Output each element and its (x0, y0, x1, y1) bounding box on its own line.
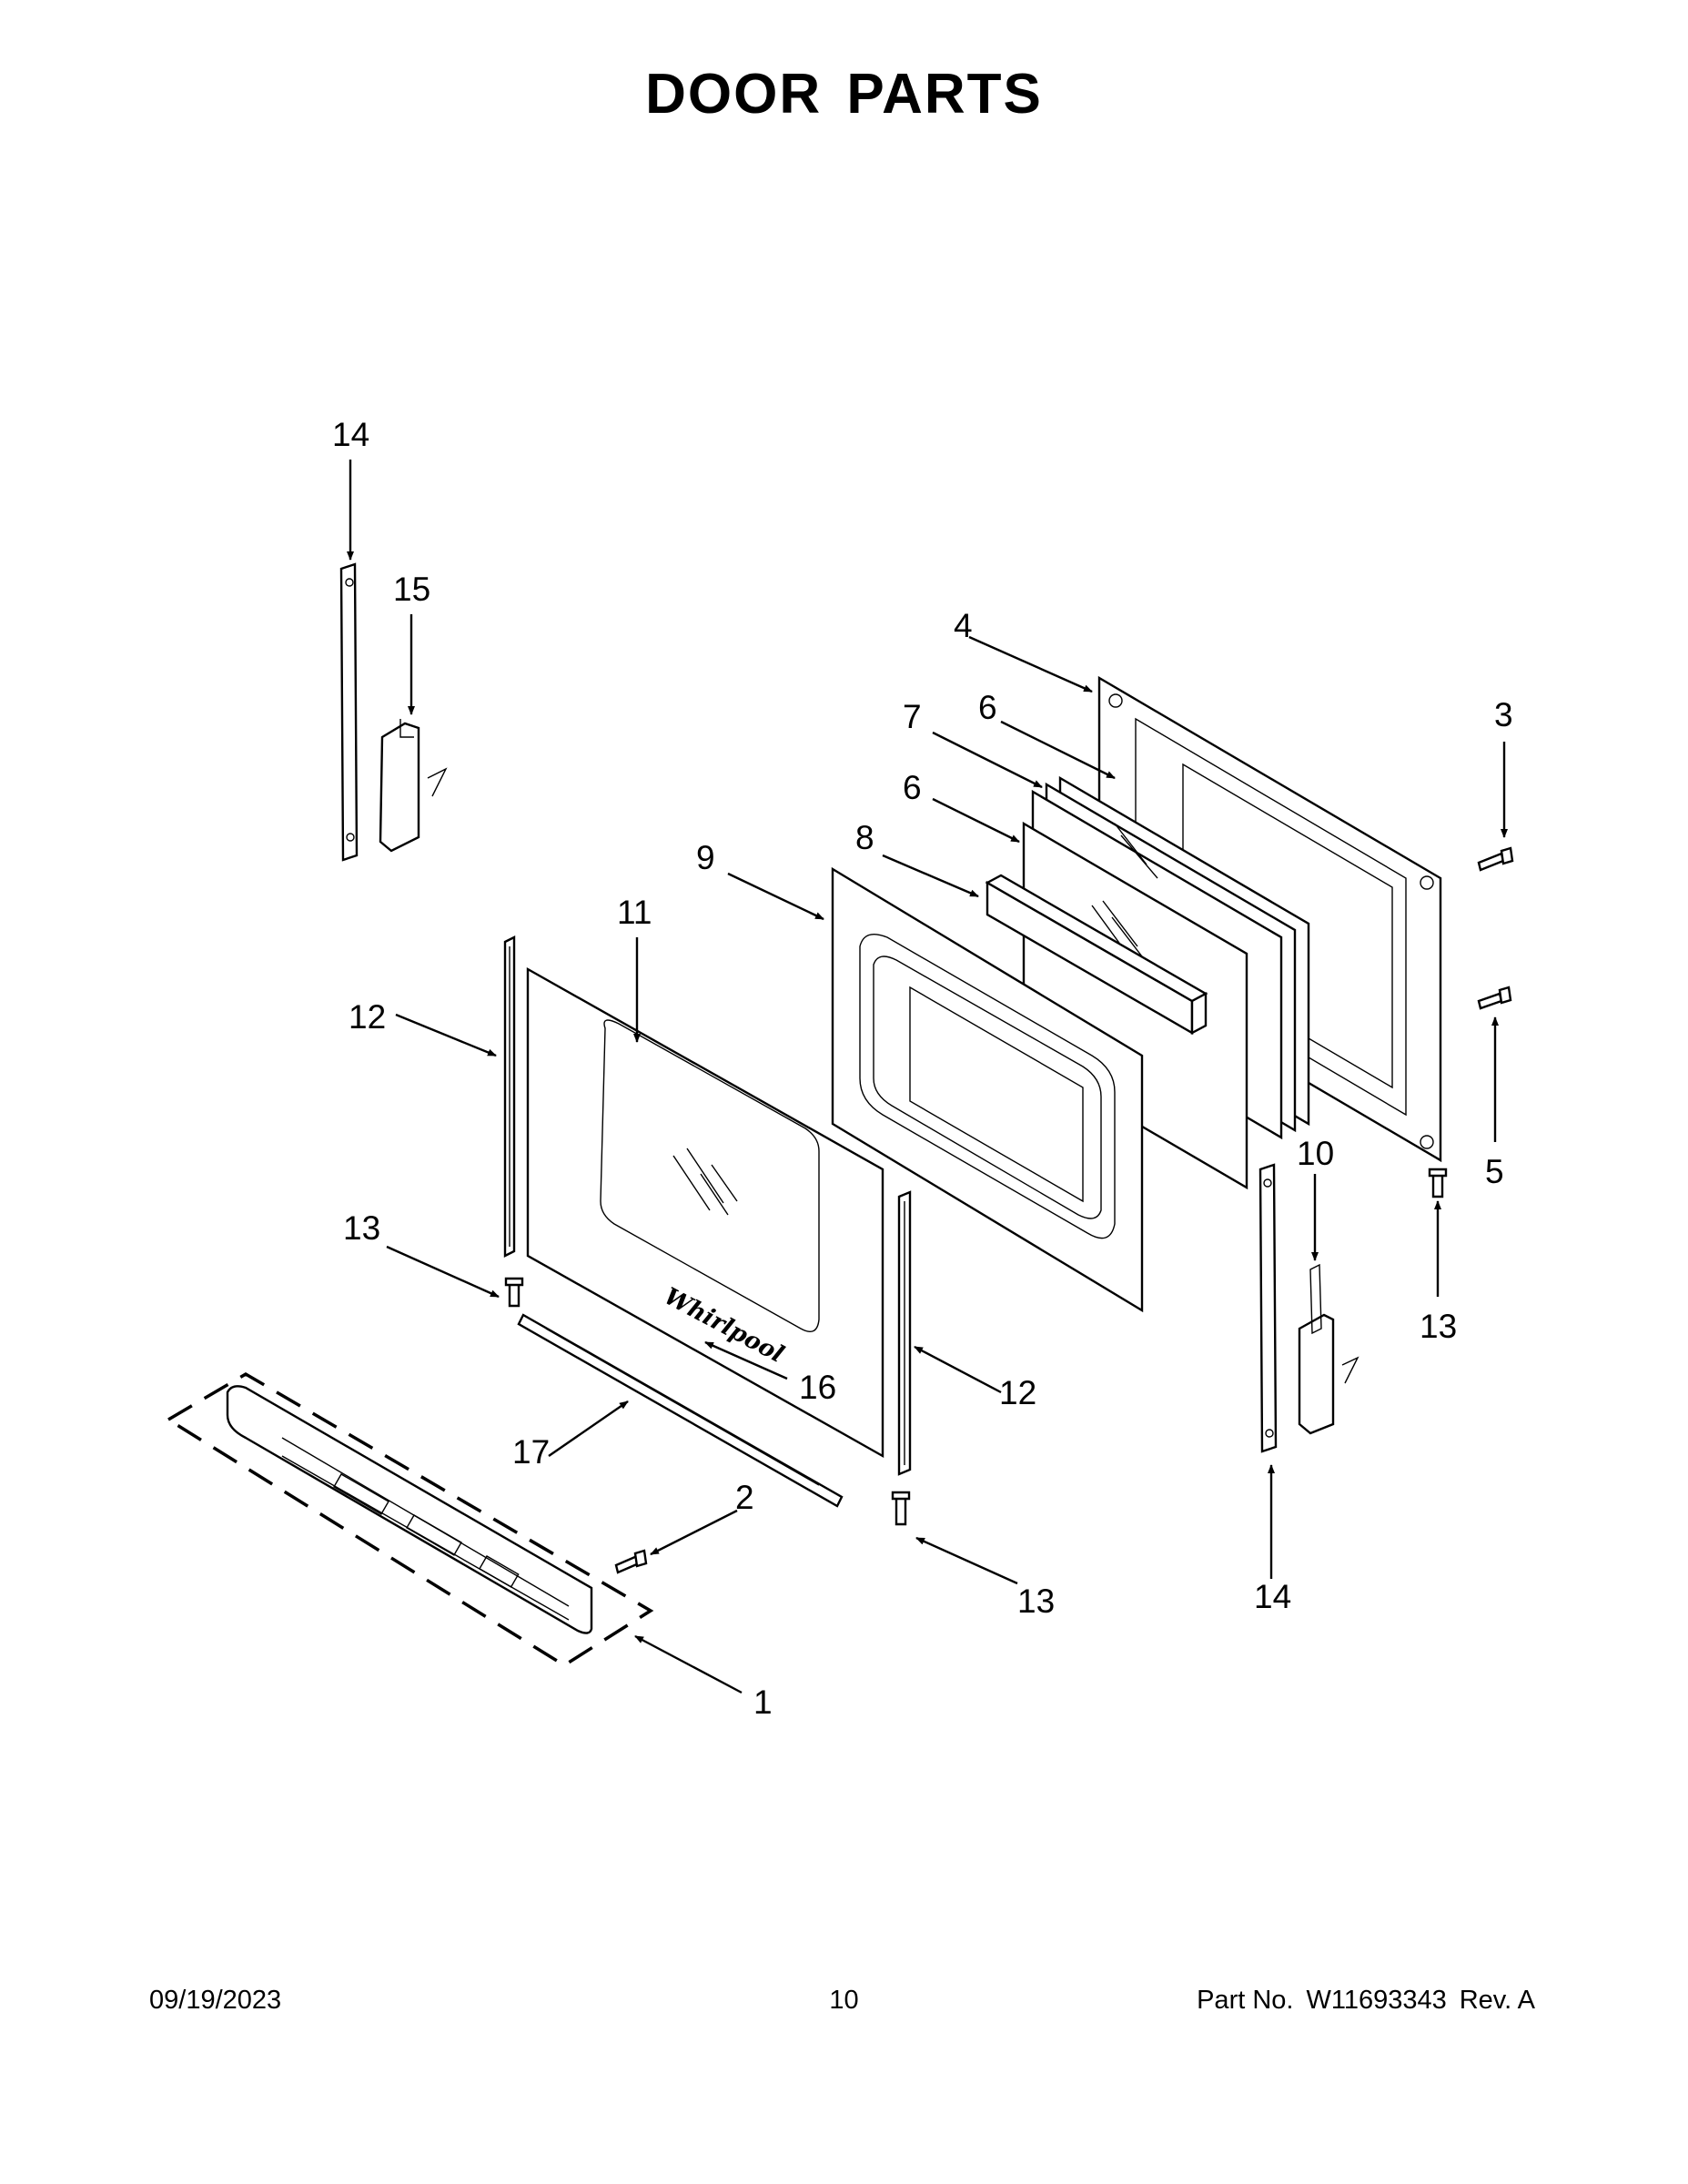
revision: Rev. A (1459, 1986, 1535, 2015)
callout-15: 15 (393, 571, 430, 608)
screw-part-13-right (1428, 1168, 1448, 1198)
callout-17: 17 (512, 1433, 550, 1471)
callout-13: 13 (1017, 1582, 1055, 1620)
screw-part-3 (1477, 846, 1514, 872)
callout-10: 10 (1297, 1135, 1334, 1172)
footer-page-number: 10 (829, 1986, 859, 2015)
callout-5: 5 (1485, 1153, 1504, 1190)
callout-14: 14 (1254, 1578, 1291, 1615)
screw-part-13-center (891, 1491, 911, 1526)
door-frame (831, 866, 1144, 1313)
handle-assembly-dashed-outline (165, 1371, 654, 1668)
right-side-trim (897, 1190, 912, 1476)
callout-9: 9 (696, 839, 715, 876)
callout-12: 12 (349, 998, 386, 1036)
leader-lines (347, 460, 1508, 1694)
callout-6: 6 (978, 689, 997, 726)
bottom-trim (517, 1313, 844, 1508)
insulation-block (985, 874, 1208, 1036)
right-hinge-bar (1258, 1163, 1278, 1453)
left-side-trim (503, 935, 516, 1258)
callout-12: 12 (999, 1374, 1036, 1411)
part-label: Part No. (1197, 1986, 1294, 2015)
callout-3: 3 (1494, 696, 1513, 733)
callout-1: 1 (753, 1684, 773, 1721)
footer-part-info: Part No. W11693343 Rev. A (1184, 1986, 1535, 2016)
callout-13: 13 (343, 1209, 380, 1247)
screw-part-2 (614, 1549, 648, 1574)
right-hinge-receiver (1298, 1263, 1359, 1435)
screw-part-5 (1477, 986, 1512, 1010)
callout-14: 14 (332, 416, 369, 453)
screw-part-13-left (504, 1277, 524, 1308)
door-handle (226, 1385, 593, 1634)
callout-16: 16 (799, 1369, 836, 1406)
callout-8: 8 (855, 819, 874, 856)
callout-6: 6 (903, 769, 922, 806)
part-number: W11693343 (1306, 1986, 1447, 2015)
left-hinge-bar (339, 562, 359, 862)
callout-2: 2 (735, 1479, 754, 1516)
callout-7: 7 (903, 698, 922, 735)
callout-labels: 14 15 4 7 6 6 3 8 9 11 12 5 10 13 13 16 … (332, 416, 1513, 1721)
callout-13: 13 (1420, 1308, 1457, 1345)
footer-date: 09/19/2023 (149, 1986, 282, 2015)
left-hinge-receiver (379, 719, 448, 853)
page-title: DOOR PARTS (645, 63, 1043, 126)
callout-11: 11 (617, 894, 652, 931)
callout-4: 4 (954, 607, 973, 644)
